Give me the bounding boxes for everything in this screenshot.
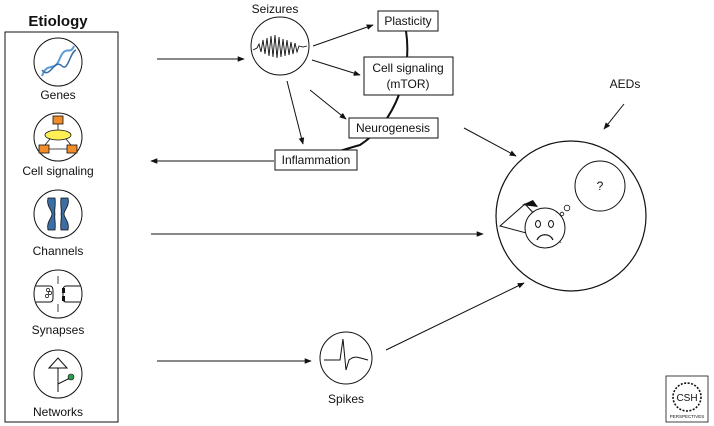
arrow-seizures-to-neurogenesis: [309, 89, 347, 120]
spike-waveform-icon: [319, 331, 373, 385]
neurogenesis-label: Neurogenesis: [356, 121, 430, 135]
neuron-network-icon: [33, 349, 83, 399]
cell-signaling-mtor-box: Cell signaling (mTOR): [363, 56, 454, 96]
genes-label: Genes: [40, 88, 75, 102]
plasticity-label: Plasticity: [384, 14, 431, 28]
channels-label: Channels: [33, 244, 84, 258]
logo-text-top: CSH: [676, 393, 697, 404]
networks-label: Networks: [33, 405, 83, 419]
sad-patient-face-icon: [495, 140, 647, 292]
eeg-seizure-trace-icon: [250, 16, 310, 76]
signaling-pathway-icon: [33, 112, 83, 162]
synapse-icon: [33, 269, 83, 319]
aeds-label: AEDs: [610, 77, 641, 91]
cell-signaling-box-label: Cell signaling: [372, 61, 443, 75]
arrow-spikes-to-outcome: [385, 282, 525, 351]
etiology-title: Etiology: [28, 13, 88, 30]
neurogenesis-box: Neurogenesis: [348, 117, 439, 139]
inflammation-label: Inflammation: [282, 153, 351, 167]
synapses-label: Synapses: [32, 323, 85, 337]
csh-perspectives-logo-icon: CSH PERSPECTIVES: [665, 375, 709, 423]
arrow-aeds-to-outcome: [603, 103, 625, 130]
arrow-seizures-to-inflammation: [286, 80, 305, 145]
thought-question-mark: ?: [597, 179, 604, 193]
spikes-label: Spikes: [328, 392, 364, 406]
cell-signaling-label: Cell signaling: [22, 164, 93, 178]
logo-text-bottom: PERSPECTIVES: [670, 414, 705, 419]
mtor-label: (mTOR): [386, 77, 429, 91]
plasticity-box: Plasticity: [377, 10, 439, 32]
arrow-seizures-to-cell-signaling: [311, 59, 361, 76]
seizures-label: Seizures: [252, 2, 299, 16]
dna-helix-icon: [33, 37, 83, 87]
arrow-neurogenesis-to-outcome: [463, 127, 517, 157]
inflammation-box: Inflammation: [274, 149, 358, 171]
ion-channel-icon: [33, 189, 83, 239]
arrow-seizures-to-plasticity: [312, 24, 374, 47]
etiology-panel: [4, 31, 119, 423]
